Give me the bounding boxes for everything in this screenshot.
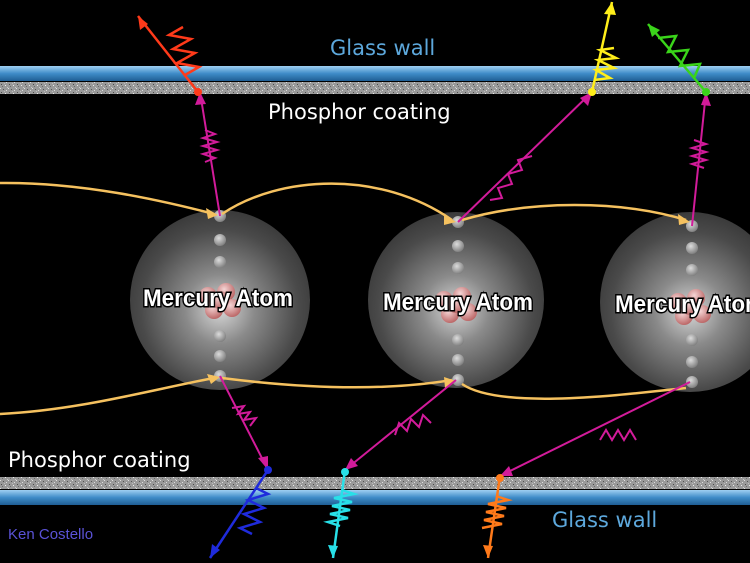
- green-photon: [647, 23, 707, 93]
- blue-photon: [208, 469, 272, 559]
- atom-label: Mercury Atom: [615, 291, 750, 318]
- atom-label: Mercury Atom: [143, 285, 293, 312]
- glass-wall-bottom-label: Glass wall: [552, 508, 658, 532]
- visible-photons: [137, 1, 707, 559]
- nucleus: [199, 283, 241, 319]
- credit-text: Ken Costello: [8, 526, 94, 543]
- red-photon: [137, 15, 203, 93]
- uv-photon-arrowheads: [195, 92, 711, 476]
- electron-paths: [0, 181, 687, 416]
- cyan-photon: [323, 469, 359, 559]
- atom-2: Mercury Atom: [368, 212, 544, 388]
- atom-3: Mercury Atom: [600, 212, 750, 392]
- glass-wall-bottom: [0, 490, 750, 505]
- phosphor-coating-top: [0, 82, 750, 94]
- uv-photons: [199, 91, 710, 477]
- atom-1: Mercury Atom: [130, 210, 310, 390]
- glass-wall-top: [0, 66, 750, 81]
- photon-endpoints: [138, 2, 710, 558]
- phosphor-coating-bottom-label: Phosphor coating: [8, 448, 191, 472]
- yellow-photon: [590, 1, 621, 93]
- glass-wall-top-label: Glass wall: [330, 36, 436, 60]
- phosphor-coating-top-label: Phosphor coating: [268, 100, 451, 124]
- orange-photon: [481, 475, 513, 559]
- phosphor-coating-bottom: [0, 477, 750, 489]
- electron-arrowheads: [206, 208, 690, 388]
- atom-label: Mercury Atom: [383, 289, 533, 316]
